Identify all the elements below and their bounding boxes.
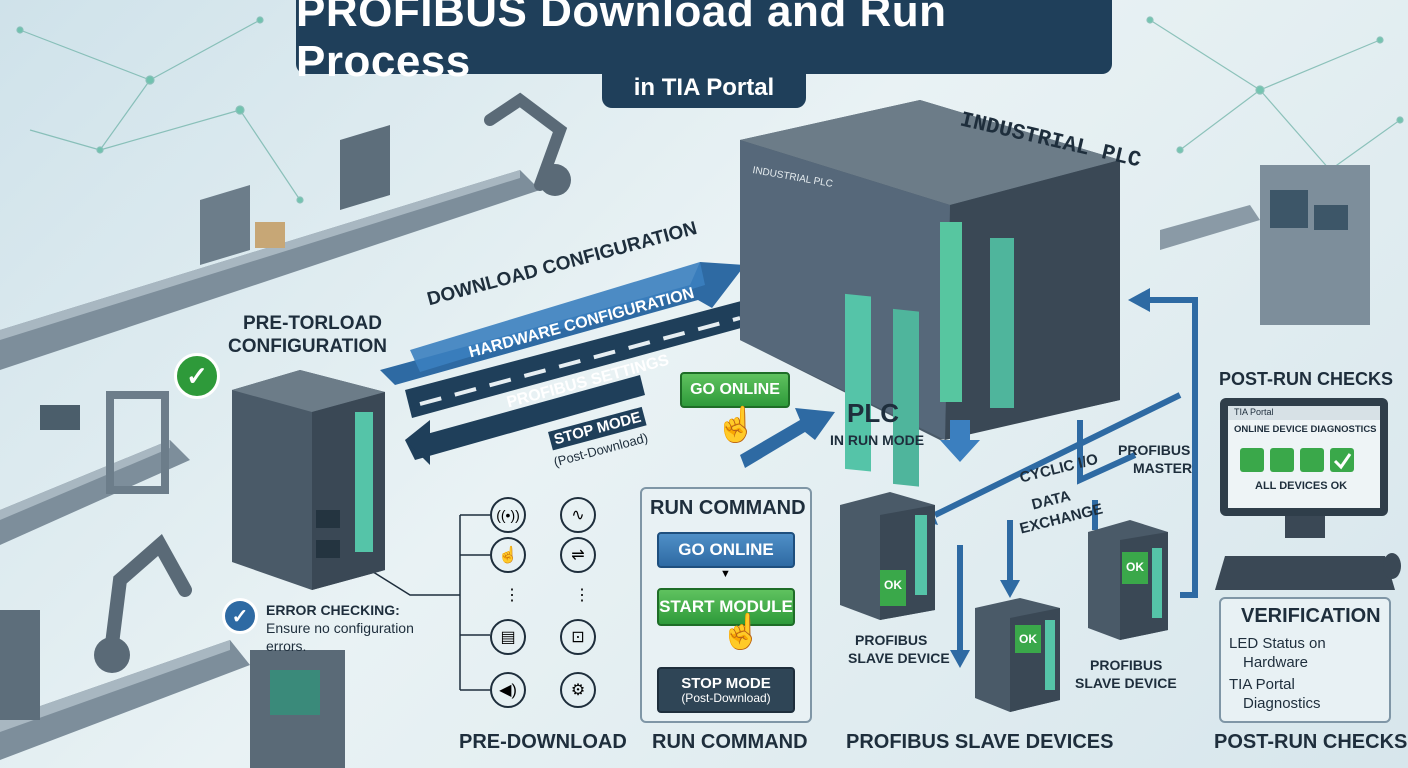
waveform-icon: ∿ [560,497,596,533]
slave-left-line1: PROFIBUS [855,632,928,648]
error-checking-title: ERROR CHECKING: [266,602,400,618]
profibus-master-line1: PROFIBUS [1118,442,1191,458]
verification-panel: VERIFICATION LED Status on Hardware TIA … [1219,597,1391,723]
pre-config-heading-line1: PRE-TORLOAD [243,313,382,334]
stop-mode-button-label: STOP MODE [681,674,771,692]
ok-badge-middle: OK [1019,632,1037,646]
monitor-title: ONLINE DEVICE DIAGNOSTICS [1234,424,1377,435]
profibus-bus [933,297,1198,650]
monitor-app-title: TIA Portal [1234,407,1274,417]
monitor-status: ALL DEVICES OK [1255,480,1348,492]
page-subtitle: in TIA Portal [602,68,806,108]
lock-icon: ⊡ [560,619,596,655]
error-checking-line1: Ensure no configuration [266,620,414,636]
hand-cursor-icon-panel: ☝ [720,613,763,651]
stop-mode-button-sub: (Post-Download) [681,690,771,705]
diagnostics-monitor [1215,398,1401,590]
verification-title: VERIFICATION [1241,605,1381,627]
check-circle-icon: ✓ [174,353,220,399]
signal-icon: ((•)) [490,497,526,533]
profibus-settings-band [405,300,752,418]
section-label-pre-download: PRE-DOWNLOAD [459,731,627,753]
verification-item2-line1: TIA Portal [1229,676,1295,693]
icon-grid: ((•)) ∿ ☝ ⇌ ⋮ ⋮ ▤ ⊡ ◀) ⚙ [490,497,600,708]
slave-device-left [840,492,935,620]
post-run-heading: POST-RUN CHECKS [1219,369,1394,389]
run-mode-arrow [740,408,835,468]
connector-icon: ⇌ [560,537,596,573]
stop-mode-arrow [405,375,645,460]
slave-device-right [1088,520,1168,640]
verification-item1-line2: Hardware [1243,654,1309,671]
ok-badge-left: OK [884,578,902,592]
section-label-run-command: RUN COMMAND [652,731,808,753]
error-checking-line2: errors. [266,638,307,654]
slave-device-middle [975,598,1060,712]
plc-down-arrow [940,420,980,462]
robot-icon: ⚙ [560,672,596,708]
plc-status-line2: IN RUN MODE [830,432,925,448]
conveyor-bottom-left [0,610,345,768]
verification-item2-line2: Diagnostics [1243,695,1321,712]
robot-arm-bottom [94,534,192,673]
page-title: PROFIBUS Download and Run Process [296,0,1112,86]
slave-right-line2: SLAVE DEVICE [1075,675,1177,691]
ellipsis-icon: ⋮ [504,587,520,604]
hardware-config-arrow [410,262,705,372]
run-command-panel-title: RUN COMMAND [650,497,806,519]
start-module-button[interactable]: START MODULE [657,588,795,626]
go-online-button[interactable]: GO ONLINE [657,532,795,568]
slave-right-line1: PROFIBUS [1090,657,1163,673]
pre-download-device [232,370,385,590]
conveyor-right [1160,165,1370,325]
hand-cursor-icon: ☝ [715,406,758,444]
ellipsis-icon-right: ⋮ [574,587,590,604]
robot-arm-top [484,92,571,196]
error-check-icon: ✓ [222,598,258,634]
plc-status-line1: PLC [847,398,899,428]
section-label-slave-devices: PROFIBUS SLAVE DEVICES [846,731,1114,753]
section-label-post-run: POST-RUN CHECKS [1214,731,1408,753]
ok-badge-right: OK [1126,560,1144,574]
verification-item1-line1: LED Status on [1229,635,1326,652]
run-command-panel: RUN COMMAND GO ONLINE ▼ START MODULE ☝ S… [640,487,812,723]
touch-icon: ☝ [490,537,526,573]
module-icon: ▤ [490,619,526,655]
slave-left-line2: SLAVE DEVICE [848,650,950,666]
industrial-plc-rack [740,100,1120,487]
go-online-button-floating[interactable]: GO ONLINE [680,372,790,408]
stop-mode-button[interactable]: STOP MODE (Post-Download) [657,667,795,713]
conveyor-mid-left [0,391,190,545]
conveyor-top-left [0,125,540,370]
icon-grid-connector [369,514,490,691]
speaker-icon: ◀) [490,672,526,708]
pre-config-heading-line2: CONFIGURATION [228,336,388,357]
profibus-master-line2: MASTER [1133,460,1193,476]
down-arrow-icon: ▼ [720,568,731,580]
